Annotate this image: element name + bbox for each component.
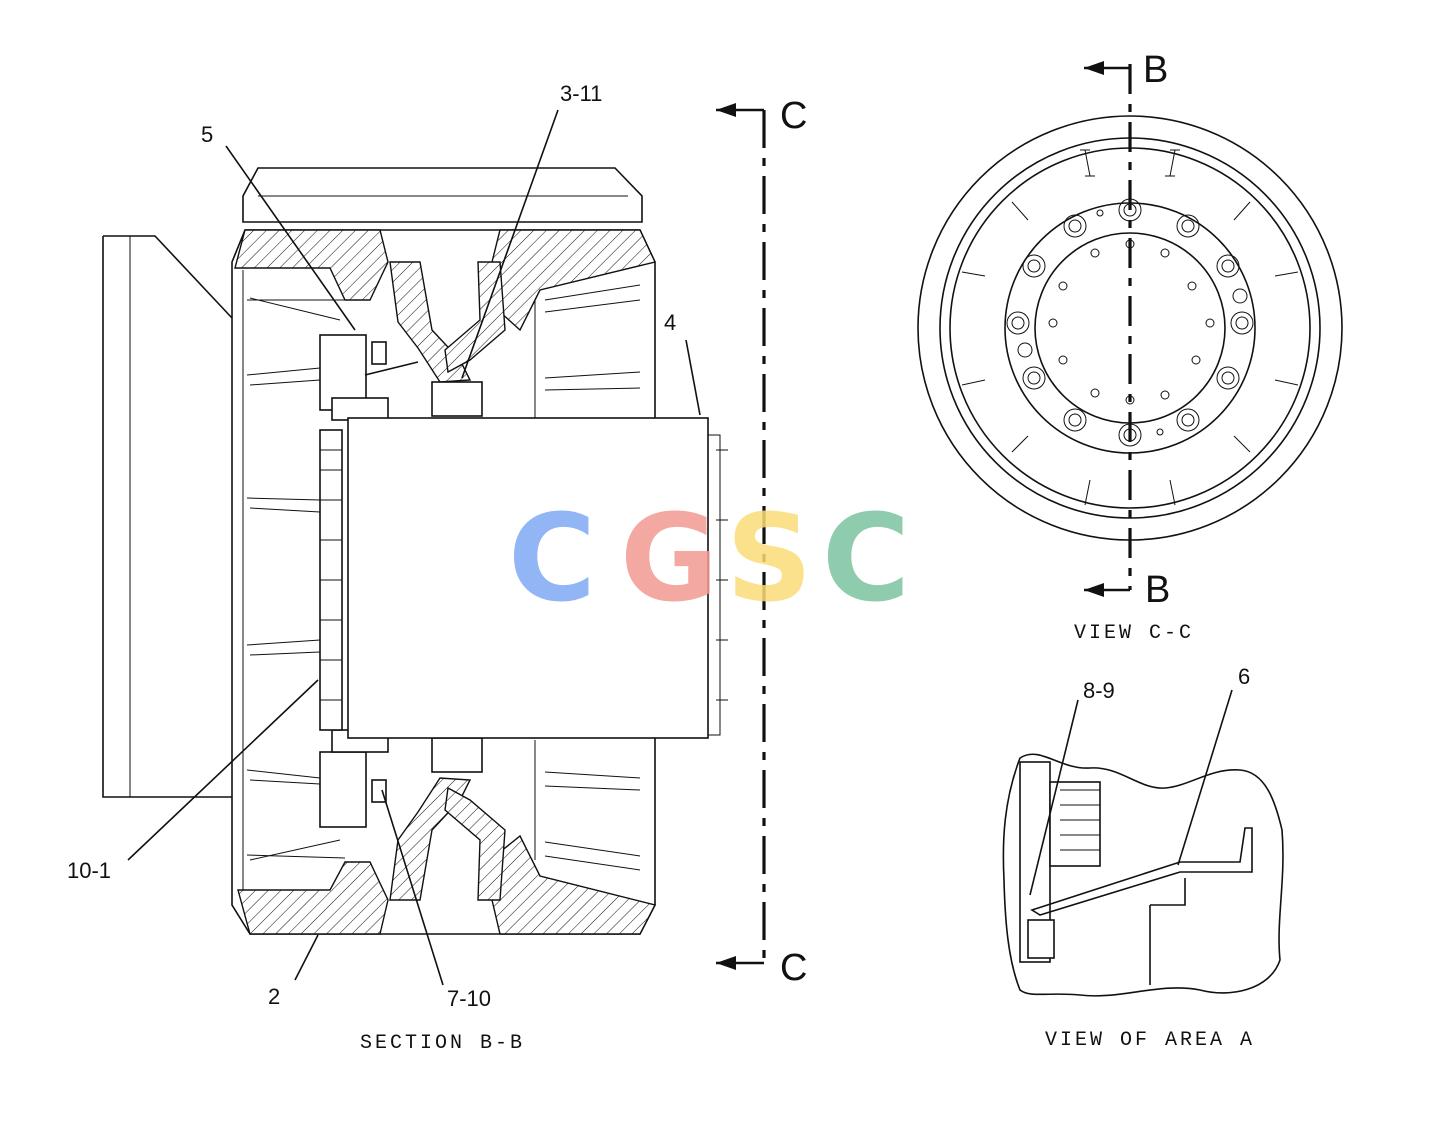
callout-5: 5 [201, 122, 213, 147]
watermark-letter: C [822, 490, 910, 629]
leader-6 [1177, 689, 1233, 866]
watermark-letter: C [508, 490, 596, 629]
view-of-area-a: 8-9 6 VIEW OF AREA A [1002, 664, 1284, 1052]
area-a-outline [1002, 753, 1284, 997]
rim-section-bottom-left [237, 861, 389, 935]
view-c-c-caption: VIEW C-C [1074, 622, 1194, 645]
watermark-letter: G [620, 490, 719, 629]
leader-lines [127, 109, 701, 986]
callout-3-11: 3-11 [560, 81, 602, 106]
watermark-letter: S [726, 490, 812, 629]
callout-7-10: 7-10 [447, 986, 491, 1011]
bolt-head-bottom [319, 751, 367, 828]
cut-label-c-top: C [780, 95, 807, 137]
rim-ticks [961, 149, 1299, 506]
watermark-logo: C G S C [508, 490, 910, 629]
web-bottom-2 [444, 786, 506, 901]
section-b-b-caption: SECTION B-B [360, 1032, 525, 1055]
bolt-holes [1006, 198, 1254, 447]
seal-part [1030, 827, 1253, 916]
section-b-b-view: 5 3-11 4 10-1 2 7-10 C C SECTION B-B [67, 81, 807, 1055]
cut-label-c-bottom: C [780, 947, 807, 989]
shaft [347, 417, 709, 739]
tread-top [242, 167, 643, 223]
cut-label-b-top: B [1143, 49, 1168, 91]
callout-2: 2 [268, 984, 280, 1009]
leader-8-9 [1029, 699, 1079, 896]
view-area-a-caption: VIEW OF AREA A [1045, 1029, 1255, 1052]
callout-6: 6 [1238, 664, 1250, 689]
cut-label-b-bottom: B [1145, 569, 1170, 611]
view-c-c: B B VIEW C-C [917, 49, 1343, 645]
rim-section-top-right [491, 229, 656, 332]
rim-section-top-left [234, 229, 389, 301]
callout-8-9: 8-9 [1083, 678, 1115, 703]
mounting-plate [102, 235, 233, 798]
web-top-2 [444, 261, 506, 374]
ribs [246, 284, 641, 871]
callout-4: 4 [664, 310, 676, 335]
callout-10-1: 10-1 [67, 858, 111, 883]
rim-section-bottom-right [491, 834, 657, 935]
